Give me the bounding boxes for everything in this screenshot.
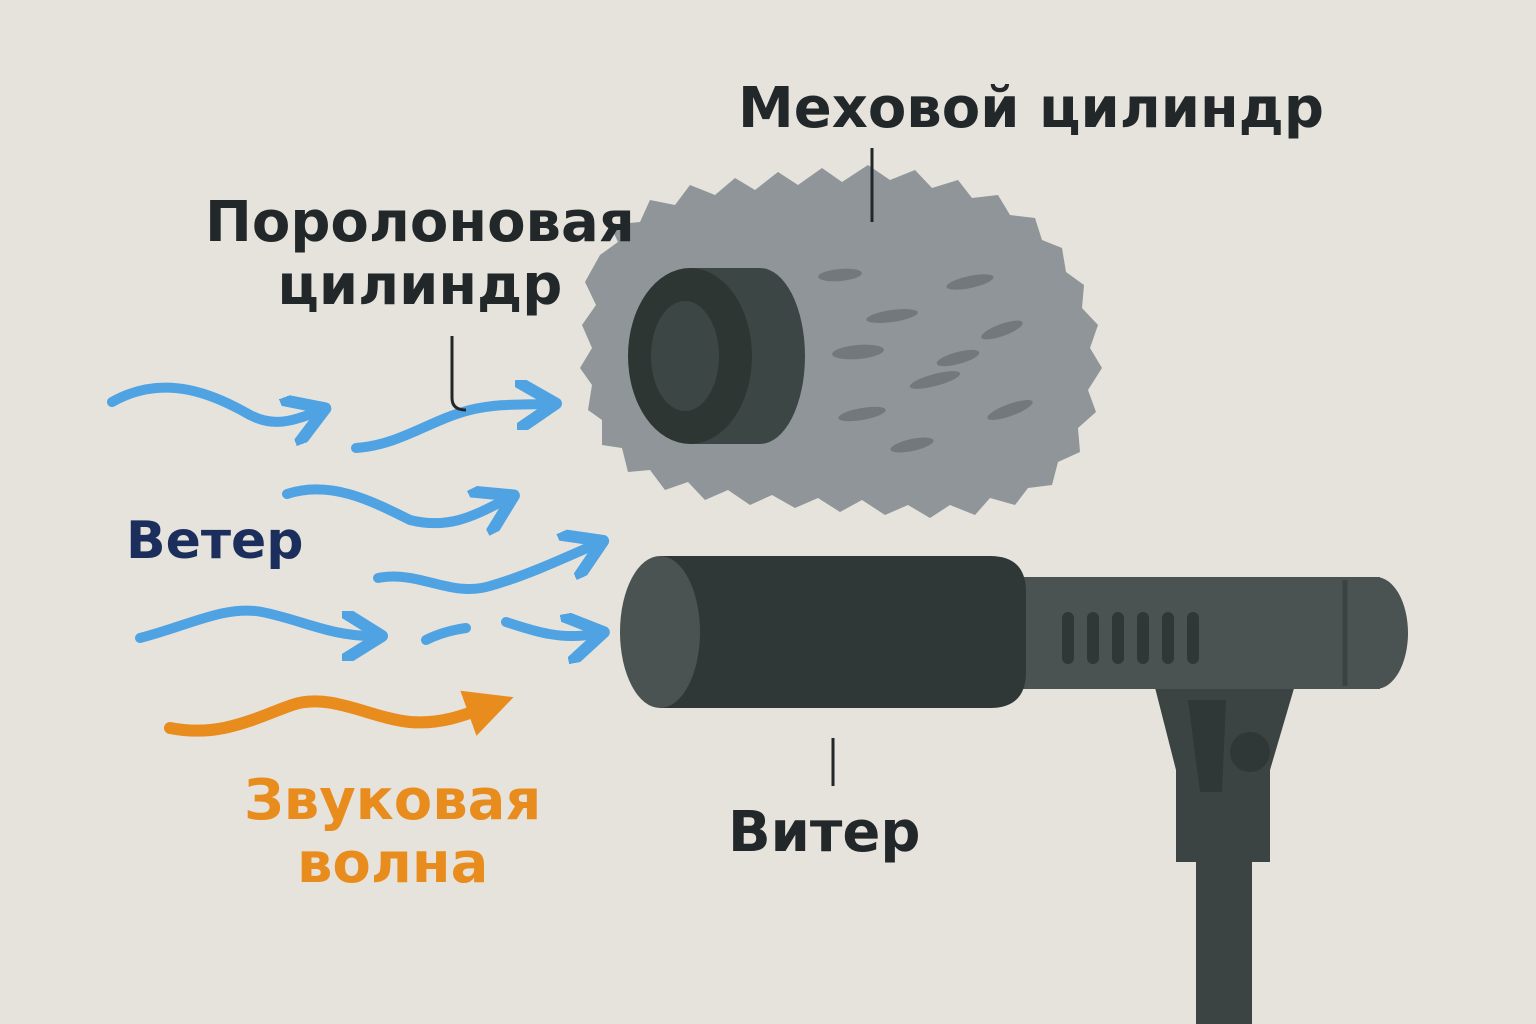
microphone (620, 556, 1408, 1024)
wind-arrows (107, 382, 594, 645)
foam-cylinder (628, 268, 805, 444)
stand-clip-knob (1230, 732, 1270, 772)
fur-tufts (818, 268, 1033, 453)
wind-arrow (135, 605, 372, 638)
mic-windscreen-face (620, 556, 700, 708)
wind-arrow (501, 622, 594, 636)
mic-windscreen (660, 556, 1026, 708)
wind-arrow (351, 404, 546, 453)
label-fur-cylinder: Меховой цилиндр (738, 76, 1324, 141)
label-foam-line2: цилиндр (277, 252, 563, 318)
foam-cylinder-hole (651, 301, 719, 411)
label-sound-line1: Звуковая (244, 768, 542, 833)
wind-arrow (373, 545, 594, 595)
label-foam-cylinder: Поролоновая цилиндр (205, 190, 635, 318)
stand-clip (1150, 668, 1300, 862)
wind-arrow (107, 382, 316, 422)
wind-arrow-fragment (421, 623, 471, 645)
stand-clip-shadow (1188, 700, 1226, 792)
wind-arrow (282, 484, 505, 523)
mic-end-cap (1344, 577, 1408, 689)
label-sound-wave: Звуковая волна (244, 768, 542, 896)
sound-wave-arrow (164, 690, 514, 737)
leader-line-foam (450, 336, 467, 412)
label-foam-line1: Поролоновая (205, 190, 635, 255)
mic-grille-slots (1062, 612, 1199, 664)
label-wind: Ветер (126, 511, 304, 571)
label-microphone: Витер (728, 800, 921, 865)
label-sound-line2: волна (296, 830, 489, 896)
leader-lines (450, 148, 874, 786)
